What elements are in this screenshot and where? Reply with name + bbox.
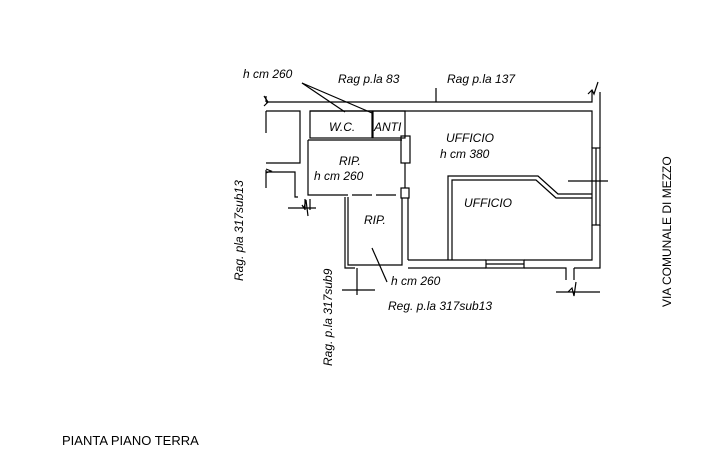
label-height-wc: h cm 260 [243,67,293,81]
label-rag-left: Rag. pla 317sub13 [232,180,246,281]
room-ufficio-main: UFFICIO [446,131,494,145]
label-rag-137: Rag p.la 137 [447,72,516,86]
labels: h cm 260 Rag p.la 83 Rag p.la 137 W.C. A… [232,67,674,366]
leaders [301,82,388,283]
label-height-rip-top: h cm 260 [314,169,364,183]
walls [263,81,608,297]
room-ufficio-inner: UFFICIO [464,196,512,210]
room-anti: ANTI [373,120,402,134]
label-height-ufficio: h cm 380 [440,147,490,161]
label-height-rip-bottom: h cm 260 [391,274,441,288]
label-street: VIA COMUNALE DI MEZZO [660,156,674,307]
label-rag-sub9: Rag. p.la 317sub9 [321,268,335,366]
room-wc: W.C. [329,120,355,134]
room-rip-top: RIP. [339,154,361,168]
plan-title: PIANTA PIANO TERRA [62,433,199,448]
room-rip-bottom: RIP. [364,213,386,227]
label-reg-bottom: Reg. p.la 317sub13 [388,299,492,313]
label-rag-83: Rag p.la 83 [338,72,400,86]
